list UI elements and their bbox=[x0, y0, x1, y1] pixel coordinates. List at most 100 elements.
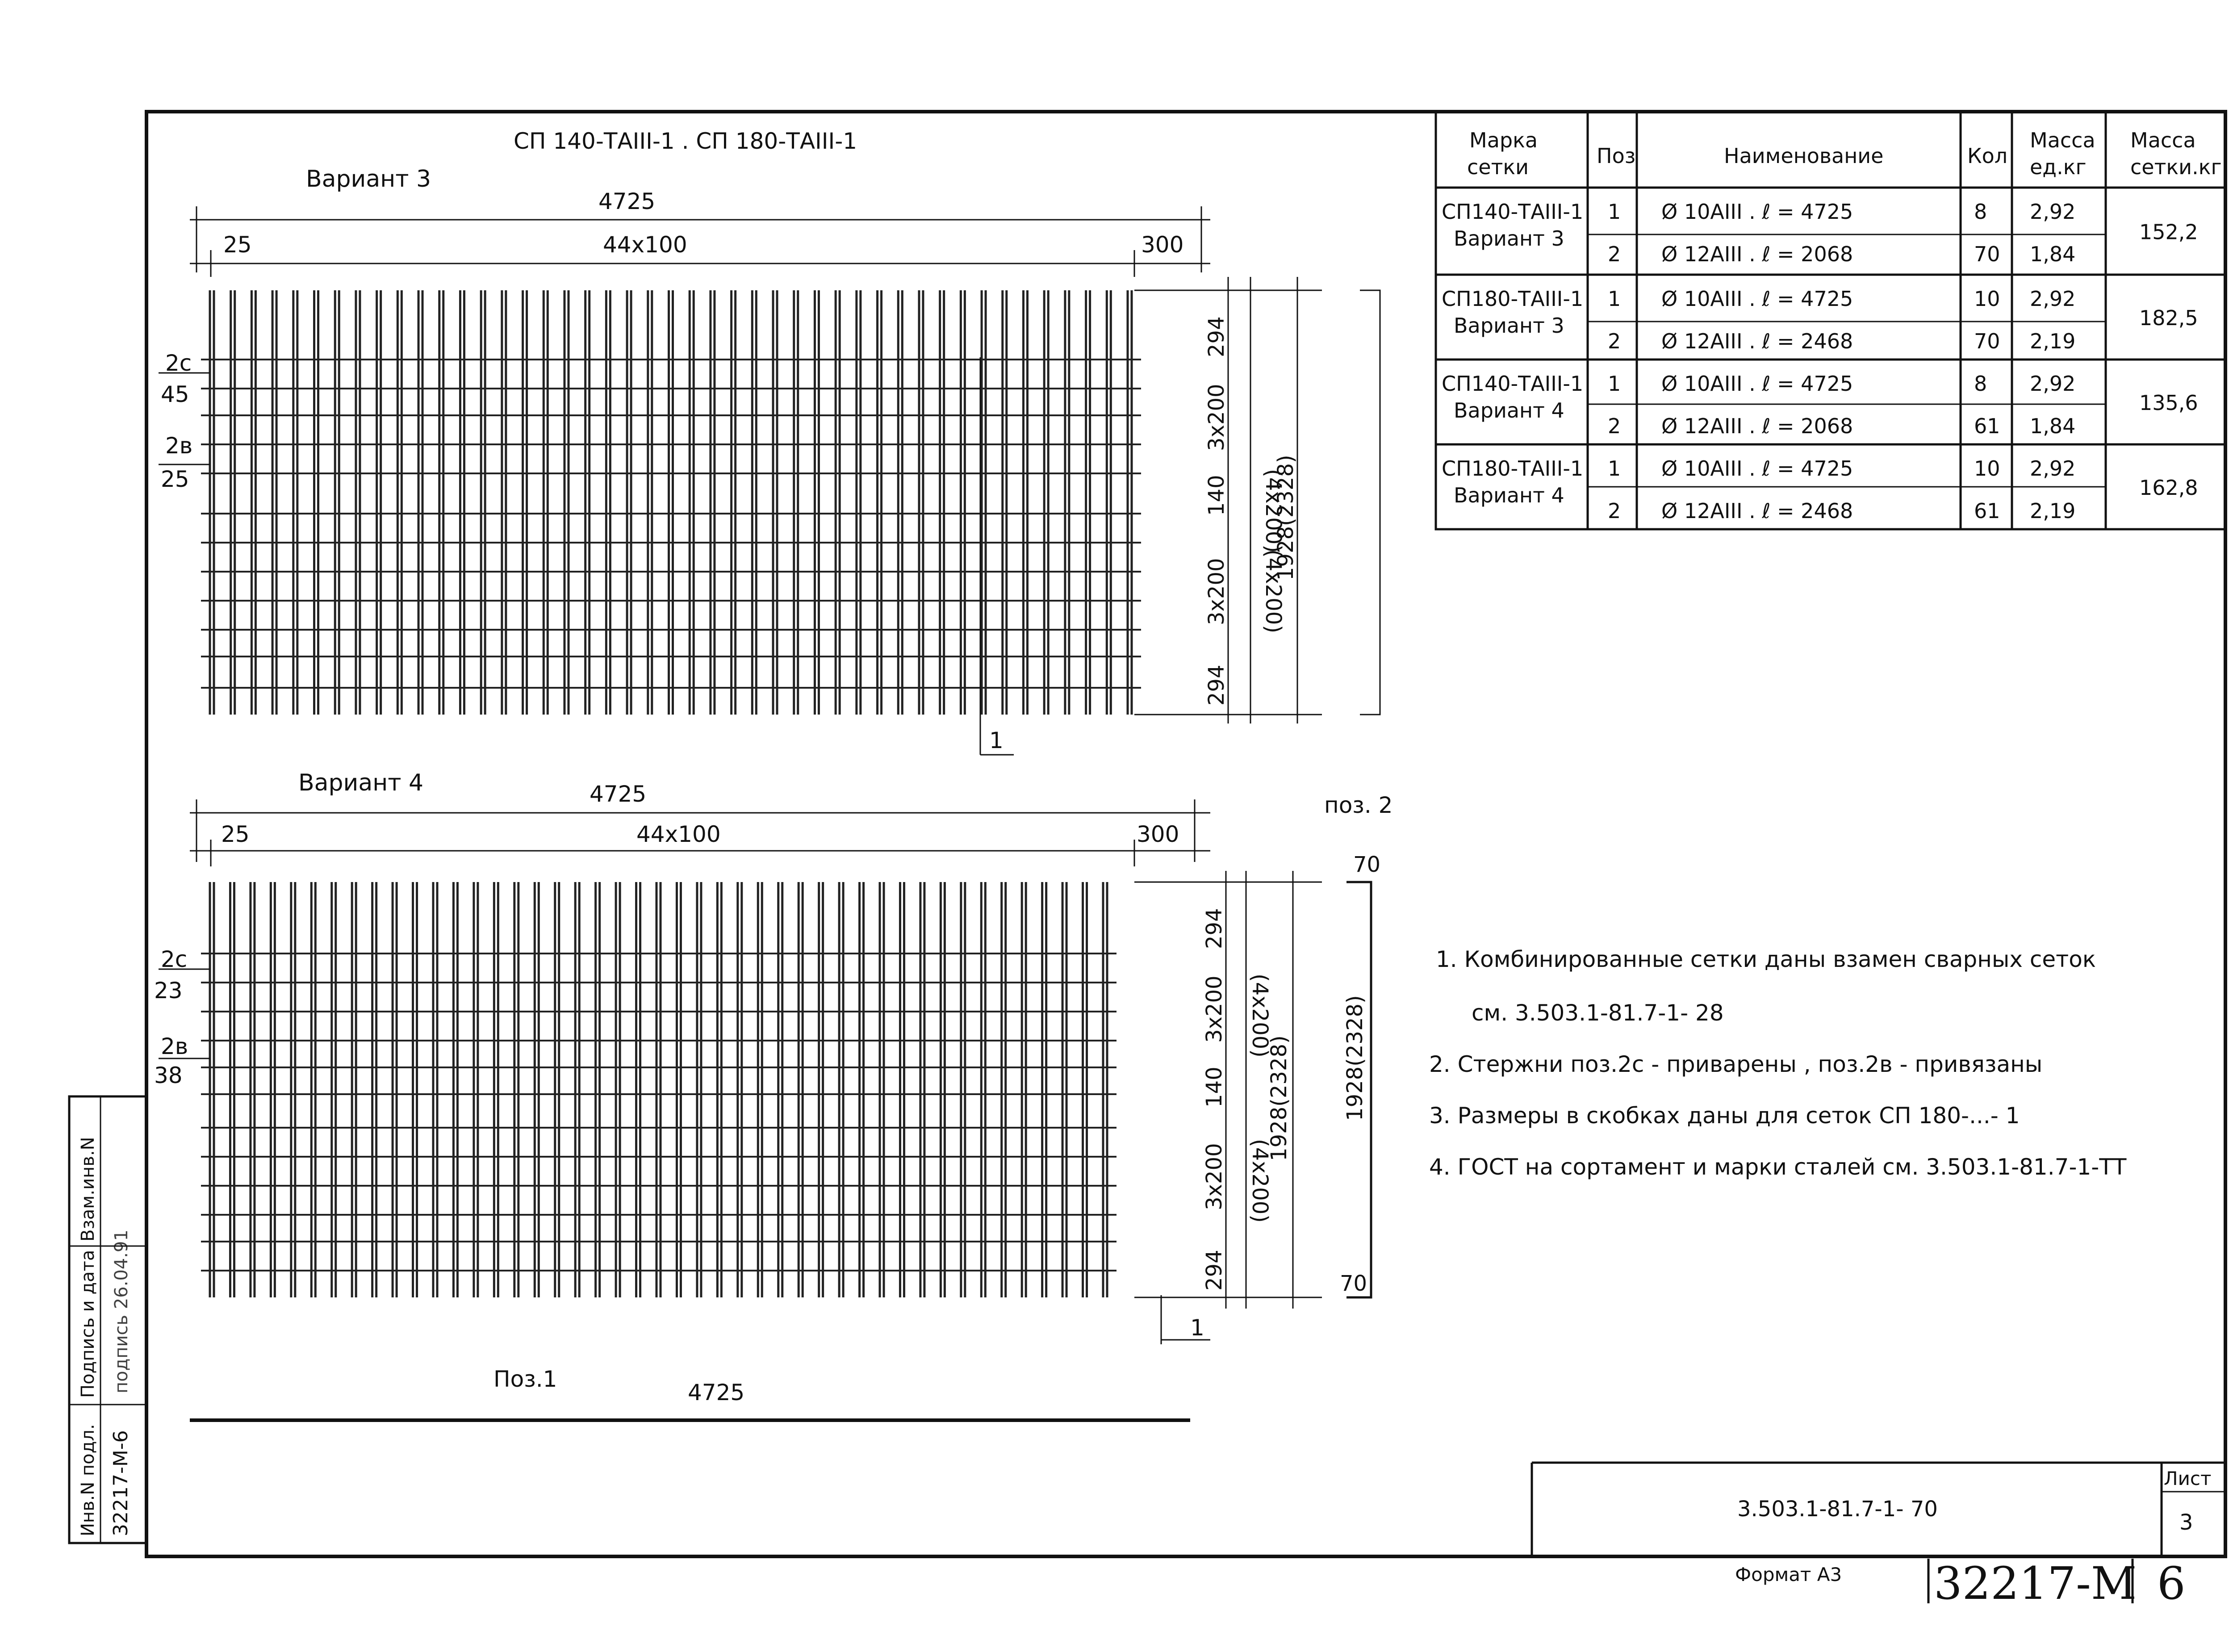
v4-overall-dim: 4725 bbox=[590, 781, 646, 807]
v3-mark-2v: 2в bbox=[165, 433, 192, 459]
v3-section: 1 bbox=[989, 728, 1004, 753]
pos1-length: 4725 bbox=[688, 1380, 744, 1405]
table-qty: 61 bbox=[1974, 499, 2000, 523]
v4-dim-mid1: 3x200 bbox=[1202, 975, 1227, 1043]
v3-dim-mid1: 3x200 bbox=[1204, 384, 1229, 451]
table-header: Марка bbox=[1469, 128, 1538, 152]
v3-dim-bottom: 294 bbox=[1204, 665, 1229, 706]
archive-number: 32217-М bbox=[1934, 1557, 2137, 1610]
variant4-label: Вариант 4 bbox=[298, 770, 423, 796]
table-name: Ø 10АIII . ℓ = 4725 bbox=[1661, 456, 1853, 481]
table-name: Ø 12АIII . ℓ = 2068 bbox=[1661, 242, 1853, 266]
table-mass-total: 152,2 bbox=[2139, 220, 2198, 244]
pos2-top: 70 bbox=[1353, 852, 1380, 877]
side-vzam: Взам.инв.N bbox=[78, 1137, 98, 1242]
table-header: ед.кг bbox=[2030, 155, 2087, 179]
variant3-label: Вариант 3 bbox=[306, 166, 431, 192]
v4-num-2c: 23 bbox=[154, 978, 183, 1004]
v3-dim-center: 140 bbox=[1204, 475, 1229, 516]
table-name: Ø 12АIII . ℓ = 2068 bbox=[1661, 414, 1853, 438]
table-mass-total: 162,8 bbox=[2139, 476, 2198, 500]
v3-alt2: (4x200) bbox=[1261, 549, 1286, 633]
sheet-label: Лист bbox=[2164, 1468, 2211, 1489]
v3-num-2c: 45 bbox=[161, 381, 189, 407]
table-pos: 2 bbox=[1608, 329, 1621, 353]
table-header: Поз bbox=[1597, 144, 1635, 168]
v4-mark-2v: 2в bbox=[161, 1033, 188, 1059]
table-mark: Вариант 4 bbox=[1454, 398, 1564, 422]
table-mass: 2,92 bbox=[2030, 287, 2075, 311]
pos2-label: поз. 2 bbox=[1324, 792, 1392, 818]
v3-overall-dim: 4725 bbox=[598, 188, 655, 214]
v3-num-2v: 25 bbox=[161, 466, 189, 492]
v4-dim-bottom: 294 bbox=[1202, 1250, 1227, 1291]
table-mark: СП180-ТАIII-1 bbox=[1442, 456, 1583, 481]
table-mass: 1,84 bbox=[2030, 242, 2075, 266]
table-pos: 2 bbox=[1608, 499, 1621, 523]
table-mass: 2,19 bbox=[2030, 499, 2075, 523]
note-2: 2. Стержни поз.2с - приварены , поз.2в -… bbox=[1429, 1051, 2042, 1077]
side-date: подпись 26.04.91 bbox=[111, 1230, 132, 1393]
v3-left-offset: 25 bbox=[223, 232, 252, 258]
side-inv: Инв.N подл. bbox=[78, 1424, 98, 1536]
spec-table bbox=[1434, 110, 2227, 531]
table-mark: СП140-ТАIII-1 bbox=[1442, 372, 1583, 396]
table-pos: 2 bbox=[1608, 414, 1621, 438]
page-number: 6 bbox=[2157, 1557, 2186, 1610]
table-mark: Вариант 4 bbox=[1454, 483, 1564, 507]
v4-total: 1928(2328) bbox=[1267, 1035, 1292, 1161]
table-header: Масса bbox=[2030, 128, 2095, 152]
v4-spacing-dim: 44x100 bbox=[636, 821, 721, 847]
v3-mark-2c: 2c bbox=[165, 350, 192, 376]
table-name: Ø 12АIII . ℓ = 2468 bbox=[1661, 329, 1853, 353]
table-mark: Вариант 3 bbox=[1454, 314, 1564, 338]
table-mark: СП180-ТАIII-1 bbox=[1442, 287, 1583, 311]
v3-right-offset: 300 bbox=[1141, 232, 1183, 258]
v4-dim-center: 140 bbox=[1202, 1066, 1227, 1108]
table-mass: 1,84 bbox=[2030, 414, 2075, 438]
drawing-title: СП 140-ТАIII-1 . СП 180-ТАIII-1 bbox=[514, 128, 857, 154]
notes: 1. Комбинированные сетки даны взамен сва… bbox=[1429, 946, 2127, 1180]
v4-num-2v: 38 bbox=[154, 1062, 183, 1088]
v4-left-offset: 25 bbox=[221, 821, 250, 847]
table-mass: 2,92 bbox=[2030, 372, 2075, 396]
table-header: Масса bbox=[2130, 128, 2196, 152]
table-name: Ø 10АIII . ℓ = 4725 bbox=[1661, 372, 1853, 396]
format-label: Формат А3 bbox=[1735, 1564, 1842, 1585]
table-pos: 1 bbox=[1608, 287, 1621, 311]
pos1-label: Поз.1 bbox=[493, 1366, 557, 1392]
v3-dim-mid2: 3x200 bbox=[1204, 558, 1229, 625]
table-name: Ø 10АIII . ℓ = 4725 bbox=[1661, 200, 1853, 224]
note-1: 1. Комбинированные сетки даны взамен сва… bbox=[1436, 946, 2096, 972]
v3-dim-top: 294 bbox=[1204, 316, 1229, 357]
v3-spacing-dim: 44x100 bbox=[603, 232, 687, 258]
table-qty: 8 bbox=[1974, 200, 1987, 224]
table-qty: 70 bbox=[1974, 329, 2000, 353]
table-qty: 61 bbox=[1974, 414, 2000, 438]
table-mass-total: 135,6 bbox=[2139, 391, 2198, 415]
table-mass: 2,19 bbox=[2030, 329, 2075, 353]
table-header: сетки bbox=[1467, 155, 1529, 179]
v4-right-offset: 300 bbox=[1137, 821, 1179, 847]
title-block: 3.503.1-81.7-1- 70 Лист 3 Формат А3 3221… bbox=[1530, 1461, 2225, 1610]
pos2-bottom: 70 bbox=[1340, 1271, 1367, 1296]
note-4: 4. ГОСТ на сортамент и марки сталей см. … bbox=[1429, 1154, 2127, 1180]
v4-mark-2c: 2c bbox=[161, 946, 187, 972]
doc-code: 3.503.1-81.7-1- 70 bbox=[1737, 1497, 1938, 1522]
side-signature: Подпись и дата bbox=[78, 1250, 98, 1398]
table-name: Ø 12АIII . ℓ = 2468 bbox=[1661, 499, 1853, 523]
table-pos: 1 bbox=[1608, 200, 1621, 224]
table-mark: Вариант 3 bbox=[1454, 226, 1564, 251]
note-1-ref: см. 3.503.1-81.7-1- 28 bbox=[1472, 1000, 1724, 1026]
sheet-frame bbox=[145, 110, 2227, 1558]
v4-section: 1 bbox=[1190, 1315, 1204, 1341]
table-mass-total: 182,5 bbox=[2139, 306, 2198, 330]
table-qty: 10 bbox=[1974, 456, 2000, 481]
note-3: 3. Размеры в скобках даны для сеток СП 1… bbox=[1429, 1103, 2020, 1129]
table-header: сетки.кг bbox=[2130, 155, 2222, 179]
table-pos: 2 bbox=[1608, 242, 1621, 266]
variant4-mesh: 4725 25 44x100 300 294 3x200 140 3x200 2… bbox=[154, 781, 1322, 1344]
table-pos: 1 bbox=[1608, 372, 1621, 396]
side-stamp: Инв.N подл. Подпись и дата Взам.инв.N 32… bbox=[68, 1095, 148, 1544]
